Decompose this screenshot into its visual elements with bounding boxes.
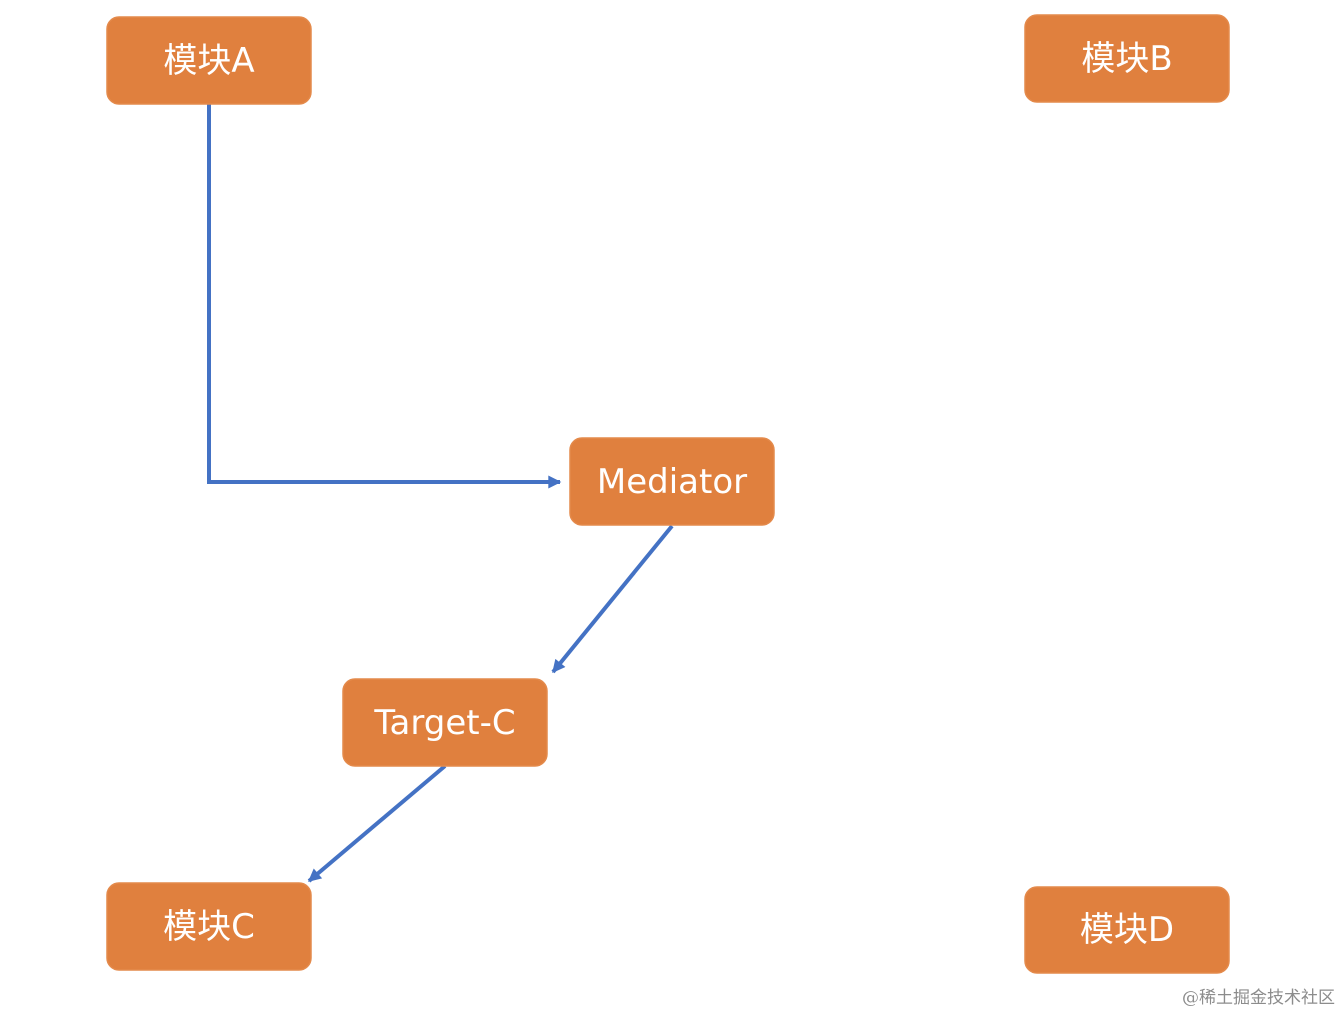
node-box (342, 678, 548, 767)
node-box (106, 16, 312, 105)
edge-arrow-module-a-to-mediator (207, 104, 562, 489)
node-module-d: 模块D (1024, 886, 1230, 974)
edge-arrow-target-c-to-module-c (307, 764, 447, 883)
node-module-b: 模块B (1024, 14, 1230, 103)
node-module-c: 模块C (106, 882, 312, 971)
node-box (569, 437, 775, 526)
node-module-a: 模块A (106, 16, 312, 105)
node-label: 模块C (163, 907, 255, 947)
node-mediator: Mediator (569, 437, 775, 526)
node-target-c: Target-C (342, 678, 548, 767)
node-label: 模块A (163, 41, 254, 81)
node-box (1024, 886, 1230, 974)
node-box (1024, 14, 1230, 103)
edge-arrow-mediator-to-target-c (551, 524, 674, 674)
node-label: 模块D (1080, 910, 1174, 950)
node-box (106, 882, 312, 971)
node-label: Mediator (597, 462, 747, 502)
node-label: Target-C (373, 703, 515, 743)
watermark: @稀土掘金技术社区 (1182, 988, 1335, 1008)
node-label: 模块B (1081, 39, 1172, 79)
